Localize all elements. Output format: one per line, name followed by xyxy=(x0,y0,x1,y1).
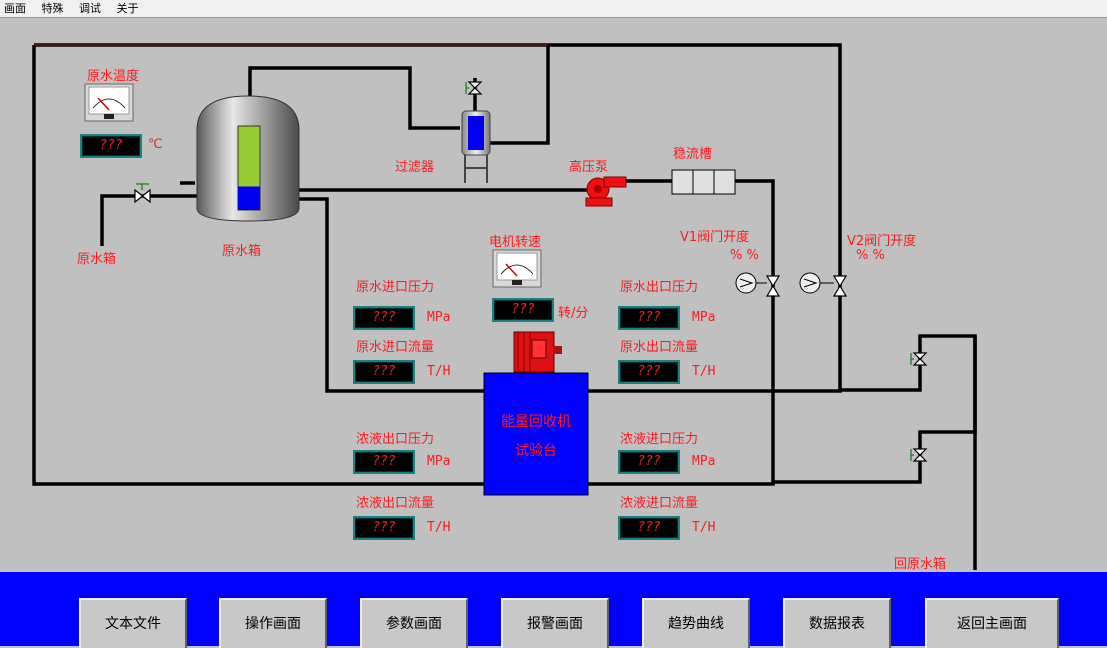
stabilizer-tank xyxy=(671,169,736,195)
v2-gauge xyxy=(799,272,834,294)
unit-conc-in-flow: T/H xyxy=(692,520,716,535)
trend-curve-button[interactable]: 趋势曲线 xyxy=(642,598,750,648)
raw-water-tank xyxy=(196,95,300,222)
machine-label-line2: 试验台 xyxy=(515,443,557,459)
high-pressure-pump xyxy=(585,176,627,207)
label-stabilizer: 稳流槽 xyxy=(673,147,713,162)
unit-raw-in-press: MPa xyxy=(427,310,451,325)
tank-level-fill xyxy=(238,186,260,210)
label-high-pump: 高压泵 xyxy=(569,160,609,175)
pipe-filter-out xyxy=(490,45,550,145)
unit-conc-out-press: MPa xyxy=(427,454,451,469)
pipe-return-right xyxy=(773,334,977,484)
pipe-top-loop xyxy=(34,43,842,393)
valve-v1 xyxy=(765,275,781,297)
valve-v2 xyxy=(832,275,848,297)
valve-raw-inlet xyxy=(134,188,151,204)
energy-recovery-machine xyxy=(483,372,589,496)
valves xyxy=(134,81,928,462)
menu-about[interactable]: 关于 xyxy=(116,2,139,15)
label-conc-in-flow: 浓液进口流量 xyxy=(620,496,699,511)
pipe-stab-down xyxy=(586,179,775,486)
valve-filter-top xyxy=(467,81,483,95)
menu-debug[interactable]: 调试 xyxy=(79,2,101,15)
speed-meter xyxy=(492,249,542,288)
label-v1-pct: % % xyxy=(730,248,759,263)
menu-special[interactable]: 特殊 xyxy=(41,2,64,15)
label-raw-in-press: 原水进口压力 xyxy=(356,280,435,295)
pipe-filter-in xyxy=(248,66,460,130)
label-raw-out-flow: 原水出口流量 xyxy=(620,340,699,355)
data-report-button[interactable]: 数据报表 xyxy=(783,598,891,648)
label-speed-unit: 转/分 xyxy=(558,306,589,321)
parameter-screen-button[interactable]: 参数画面 xyxy=(360,598,468,648)
unit-conc-out-flow: T/H xyxy=(427,520,451,535)
pipe-raw-inlet xyxy=(100,194,200,246)
pipe-left-return xyxy=(32,45,484,486)
raw-in-flow-display: ??? xyxy=(353,360,415,384)
label-temp-unit: ℃ xyxy=(148,137,163,152)
unit-raw-in-flow: T/H xyxy=(427,364,451,379)
operation-screen-button[interactable]: 操作画面 xyxy=(219,598,327,648)
temp-display: ??? xyxy=(80,134,142,158)
label-v2-pct: % % xyxy=(856,248,885,263)
label-conc-in-press: 浓液进口压力 xyxy=(620,432,699,447)
filter xyxy=(461,110,491,183)
valve-return-upper xyxy=(912,352,928,366)
label-v1: V1阀门开度 xyxy=(680,230,750,245)
pipe-diagram xyxy=(32,43,977,570)
unit-raw-out-flow: T/H xyxy=(692,364,716,379)
conc-in-flow-display: ??? xyxy=(618,516,680,540)
conc-out-flow-display: ??? xyxy=(353,516,415,540)
label-raw-temp: 原水温度 xyxy=(87,69,140,84)
bottom-nav-bar: 文本文件 操作画面 参数画面 报警画面 趋势曲线 数据报表 返回主画面 xyxy=(0,572,1107,648)
text-file-button[interactable]: 文本文件 xyxy=(79,598,187,648)
label-raw-tank-left: 原水箱 xyxy=(77,252,117,267)
pipe-raw-to-machine xyxy=(298,197,484,393)
raw-out-press-display: ??? xyxy=(618,306,680,330)
conc-out-press-display: ??? xyxy=(353,450,415,474)
machine-label-line1: 能量回收机 xyxy=(501,414,571,430)
menu-screen[interactable]: 画面 xyxy=(4,2,26,15)
process-canvas: 原水温度 ??? ℃ 过滤器 高压泵 稳流槽 原水箱 原水箱 电机转速 ??? … xyxy=(0,18,1107,572)
valve-return-lower xyxy=(912,448,928,462)
label-conc-out-press: 浓液出口压力 xyxy=(356,432,435,447)
conc-in-press-display: ??? xyxy=(618,450,680,474)
return-main-screen-button[interactable]: 返回主画面 xyxy=(925,598,1059,648)
label-v2: V2阀门开度 xyxy=(847,234,917,249)
valve-handles xyxy=(136,82,914,461)
label-conc-out-flow: 浓液出口流量 xyxy=(356,496,435,511)
label-motor-speed: 电机转速 xyxy=(489,235,542,250)
raw-out-flow-display: ??? xyxy=(618,360,680,384)
alarm-screen-button[interactable]: 报警画面 xyxy=(501,598,609,648)
label-return-tank: 回原水箱 xyxy=(894,557,947,572)
menu-bar: 画面 特殊 调试 关于 xyxy=(0,0,1107,18)
label-raw-tank: 原水箱 xyxy=(222,244,262,259)
raw-in-press-display: ??? xyxy=(353,306,415,330)
speed-display: ??? xyxy=(492,298,554,322)
motor xyxy=(513,331,562,386)
unit-conc-in-press: MPa xyxy=(692,454,716,469)
label-raw-in-flow: 原水进口流量 xyxy=(356,340,435,355)
label-raw-out-press: 原水出口压力 xyxy=(620,280,699,295)
pipes xyxy=(32,43,977,570)
unit-raw-out-press: MPa xyxy=(692,310,716,325)
temp-meter xyxy=(84,83,134,122)
label-filter: 过滤器 xyxy=(395,160,435,175)
v1-gauge xyxy=(735,272,767,294)
